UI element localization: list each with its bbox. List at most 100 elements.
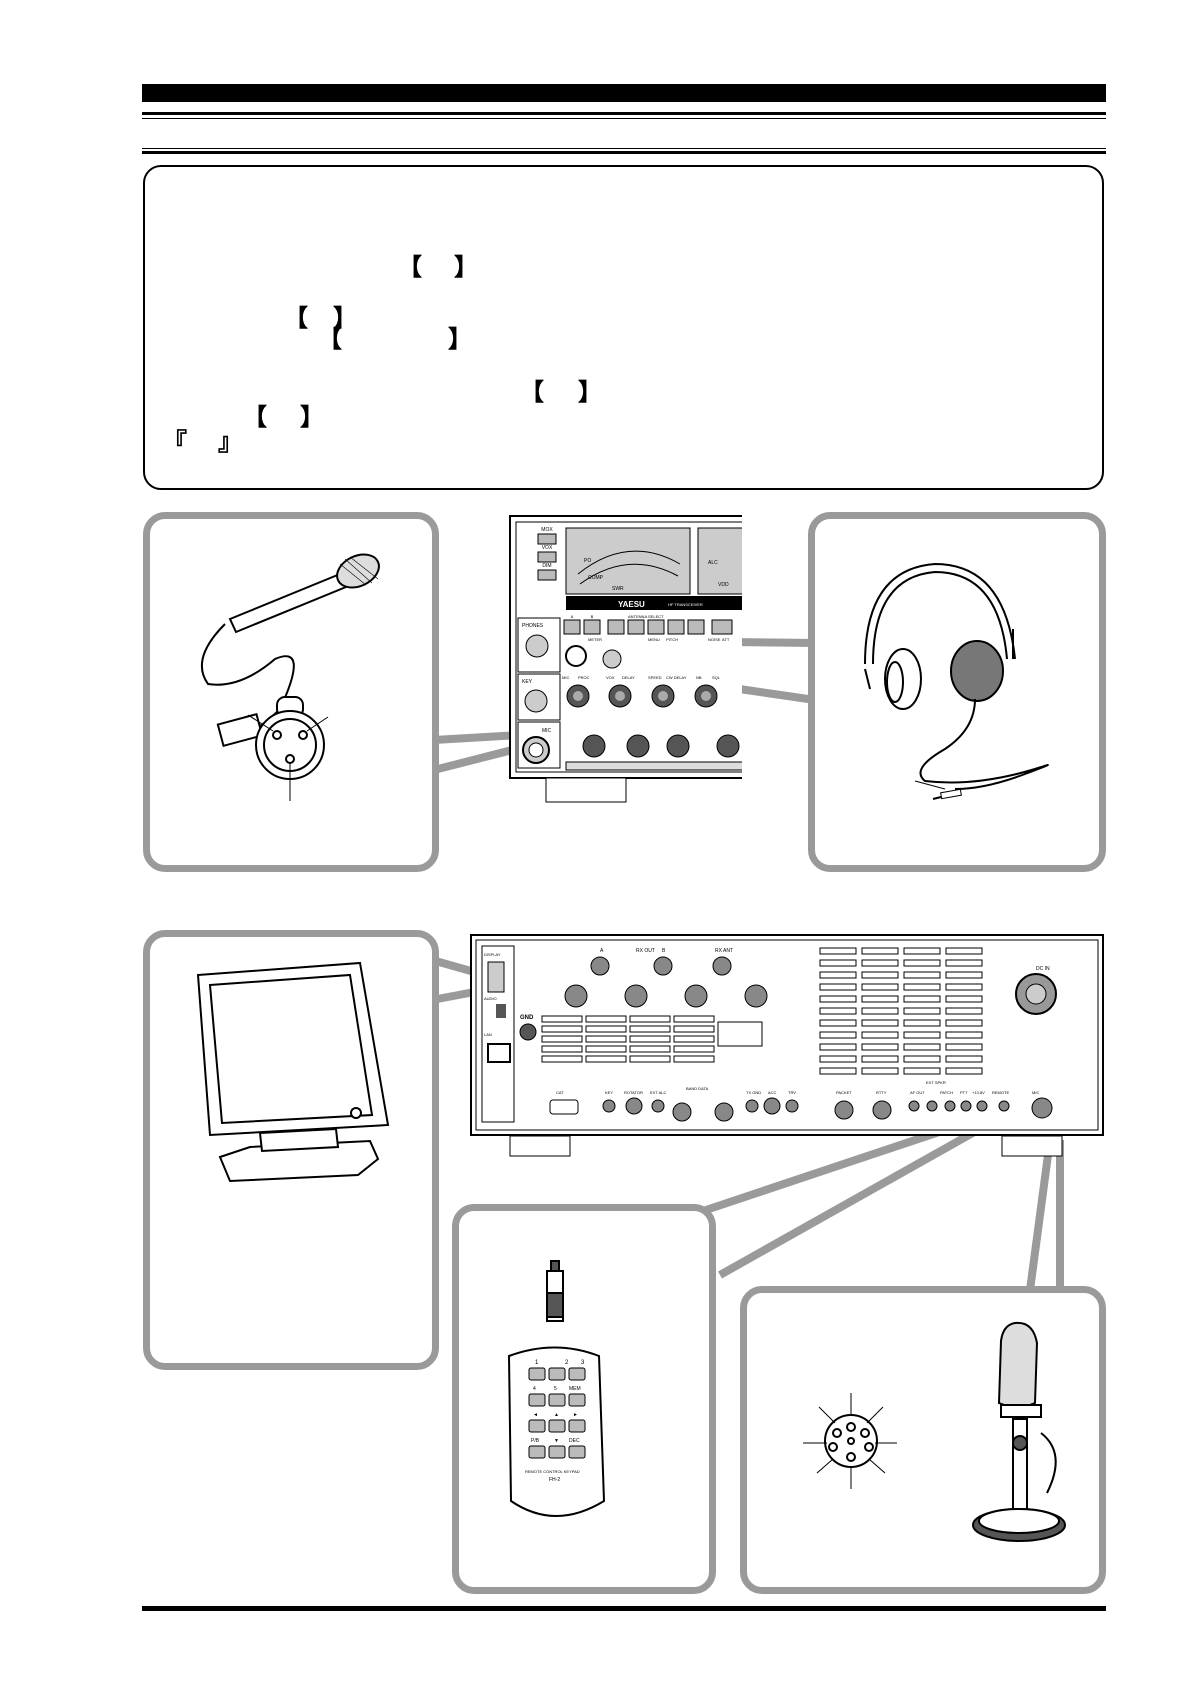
bracket-open: 【 bbox=[520, 377, 544, 406]
af-out-label: AF OUT bbox=[910, 1090, 925, 1095]
cat-label: CAT bbox=[556, 1090, 564, 1095]
packet-label: PACKET bbox=[836, 1090, 852, 1095]
handheld-microphone-icon bbox=[200, 553, 380, 801]
key-label-up: ▲ bbox=[554, 1412, 559, 1418]
remote-key[interactable] bbox=[528, 1419, 546, 1433]
meter-section-label: METER bbox=[588, 637, 602, 642]
ptt-label: PTT bbox=[960, 1090, 968, 1095]
knob-sql-label: SQL bbox=[712, 675, 721, 680]
knob-nb-label: NB bbox=[696, 675, 702, 680]
rotator-label: ROTATOR bbox=[624, 1090, 643, 1095]
monitor-panel bbox=[143, 930, 439, 1370]
key-label-mem: MEM bbox=[569, 1386, 581, 1392]
key-label-pb: P/B bbox=[531, 1438, 540, 1444]
ext-alc-label: EXT ALC bbox=[650, 1090, 666, 1095]
remote-key[interactable] bbox=[548, 1445, 566, 1459]
remote-panel: 1 2 3 4 5 MEM ◄ ▲ ► P/B ▼ DEC REMOTE CON… bbox=[452, 1204, 716, 1594]
remote-key[interactable] bbox=[528, 1393, 546, 1407]
headphones-icon bbox=[864, 562, 1049, 800]
tx-gnd-label: TX GND bbox=[746, 1090, 761, 1095]
rear-panel-drawing: DISPLAY AUDIO LAN GND A RX OUT B RX ANT bbox=[470, 934, 1104, 1157]
meter-po-label: PO bbox=[584, 558, 591, 564]
ant-b-label: B bbox=[662, 948, 666, 954]
bracket-open: 【 bbox=[318, 324, 342, 353]
menu-label: MENU bbox=[648, 637, 660, 642]
rx-b-label: B bbox=[591, 614, 594, 619]
audio-label: AUDIO bbox=[484, 996, 497, 1001]
key-label: KEY bbox=[522, 679, 533, 685]
front-panel: MOX VOX DIM PO COMP SWR ALC VDD YAESU HF… bbox=[508, 514, 759, 804]
remote-key[interactable] bbox=[568, 1393, 586, 1407]
meter-alc-label: ALC bbox=[708, 560, 718, 566]
band-data-label: BAND DATA bbox=[686, 1086, 709, 1091]
bracket-close: 】 bbox=[578, 377, 602, 406]
header-bar bbox=[142, 84, 1106, 102]
brand-label: YAESU bbox=[618, 600, 645, 609]
footer-rule bbox=[142, 1606, 1106, 1611]
rx-out-label: RX OUT bbox=[636, 948, 655, 954]
header-rule bbox=[142, 112, 1106, 115]
knob-proc-label: PROC bbox=[578, 675, 590, 680]
remote-key[interactable] bbox=[548, 1419, 566, 1433]
bracket-close: 】 bbox=[300, 402, 324, 431]
dc-in-label: DC IN bbox=[1036, 966, 1050, 972]
gnd-label: GND bbox=[520, 1015, 534, 1021]
att-label: ATT bbox=[722, 637, 730, 642]
bracket-open: 【 bbox=[398, 252, 422, 281]
rear-panel: DISPLAY AUDIO LAN GND A RX OUT B RX ANT bbox=[470, 934, 1106, 1160]
phones-label: PHONES bbox=[522, 623, 544, 629]
section-rule bbox=[142, 148, 1106, 149]
ext-spkr-label: EXT SPKR bbox=[926, 1080, 946, 1085]
knob-mic-label: MIC bbox=[562, 675, 569, 680]
knob-cwdelay-label: CW DELAY bbox=[666, 675, 687, 680]
meter-swr-label: SWR bbox=[612, 586, 624, 592]
headphones-panel bbox=[808, 512, 1106, 872]
bracket-close: 】 bbox=[333, 303, 357, 332]
mic-jack-label: MIC bbox=[542, 728, 552, 734]
keypad-model: FH-2 bbox=[549, 1477, 560, 1483]
key-label-dec: DEC bbox=[569, 1438, 580, 1444]
trv-label: TRV bbox=[788, 1090, 796, 1095]
key-label-down: ▼ bbox=[554, 1438, 559, 1444]
key-label-4: 4 bbox=[533, 1386, 536, 1392]
tuner-label: +13.8V bbox=[972, 1090, 985, 1095]
remote-key[interactable] bbox=[548, 1393, 566, 1407]
desk-microphone-drawing bbox=[803, 1321, 1066, 1542]
key-label-5: 5 bbox=[554, 1386, 557, 1392]
pitch-label: PITCH bbox=[666, 637, 678, 642]
key-label-1: 1 bbox=[535, 1360, 539, 1366]
remote-key[interactable] bbox=[548, 1367, 566, 1381]
keypad-caption: REMOTE CONTROL KEYPAD bbox=[525, 1469, 580, 1474]
xlr-connector-icon bbox=[247, 696, 329, 801]
meter-vdd-label: VDD bbox=[718, 582, 729, 588]
key-label-2: 2 bbox=[565, 1360, 569, 1366]
remote-key[interactable] bbox=[568, 1367, 586, 1381]
note-box bbox=[143, 165, 1104, 490]
key-label-left: ◄ bbox=[533, 1412, 538, 1418]
bracket-close: 】 bbox=[454, 252, 478, 281]
desk-mic-panel bbox=[740, 1286, 1106, 1594]
header-rule bbox=[142, 118, 1106, 119]
remote-key[interactable] bbox=[568, 1445, 586, 1459]
ant-a-label: A bbox=[600, 948, 604, 954]
remote-label: REMOTE bbox=[992, 1090, 1009, 1095]
bracket-close: 】 bbox=[448, 324, 472, 353]
remote-key[interactable] bbox=[568, 1419, 586, 1433]
remote-key[interactable] bbox=[528, 1367, 546, 1381]
bracket-open: 【 bbox=[284, 303, 308, 332]
section-rule bbox=[142, 151, 1106, 154]
meter-comp-label: COMP bbox=[588, 575, 604, 581]
key-label-right: ► bbox=[573, 1412, 578, 1418]
mic-connector-icon bbox=[824, 1414, 878, 1468]
knob-delay-label: DELAY bbox=[622, 675, 635, 680]
bracket-close: 』 bbox=[218, 427, 242, 456]
patch-label: PATCH bbox=[940, 1090, 953, 1095]
microphone-panel bbox=[143, 512, 439, 872]
model-line: HF TRANSCEIVER bbox=[668, 602, 703, 607]
vox-label: VOX bbox=[542, 545, 553, 551]
noise-label: NOISE bbox=[708, 637, 721, 642]
remote-keypad-drawing: 1 2 3 4 5 MEM ◄ ▲ ► P/B ▼ DEC REMOTE CON… bbox=[507, 1260, 606, 1517]
display-label: DISPLAY bbox=[484, 952, 501, 957]
remote-key[interactable] bbox=[528, 1445, 546, 1459]
